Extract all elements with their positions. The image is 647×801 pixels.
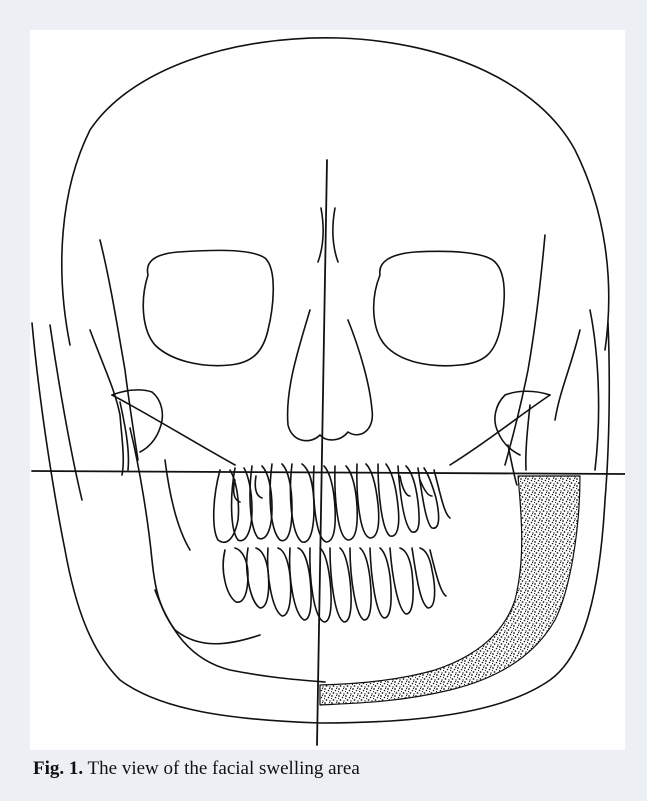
caption-text: The view of the facial swelling area bbox=[83, 758, 360, 779]
ramus-left bbox=[130, 428, 260, 644]
nasal-bone-right bbox=[333, 208, 338, 262]
orbit-left bbox=[143, 250, 273, 365]
face-outline-left-inner bbox=[50, 325, 82, 500]
mandible-border bbox=[155, 590, 325, 682]
caption-label: Fig. 1. bbox=[33, 758, 83, 779]
nasal-aperture bbox=[288, 310, 373, 441]
skull-diagram bbox=[30, 30, 625, 750]
nasal-bone-left bbox=[318, 208, 323, 262]
figure-panel bbox=[30, 30, 625, 750]
lower-teeth bbox=[223, 548, 446, 622]
face-outline-right-inner bbox=[590, 310, 599, 470]
upper-teeth bbox=[214, 464, 450, 542]
orbit-right bbox=[374, 251, 505, 365]
figure-caption: Fig. 1. The view of the facial swelling … bbox=[33, 758, 360, 780]
